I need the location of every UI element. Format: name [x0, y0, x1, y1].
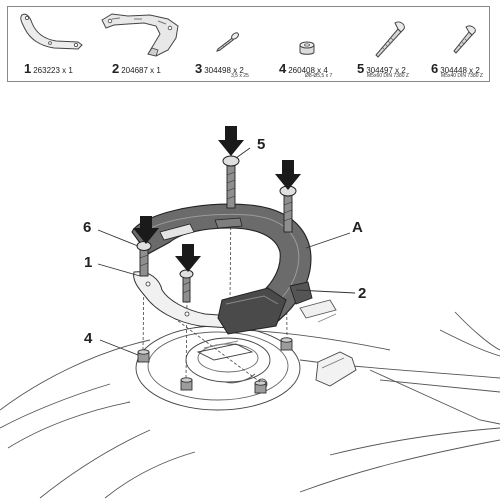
part-number: 6: [431, 61, 439, 76]
down-arrow-icon: [218, 126, 244, 156]
part-number: 2: [112, 61, 120, 76]
spacer: [254, 380, 267, 394]
part-dims: M5x60 DIN 7380 Z: [367, 73, 409, 79]
callout-leaders: [97, 147, 356, 356]
down-arrow-icon: [175, 244, 201, 272]
part-code: 260408 x 4: [288, 66, 328, 75]
down-arrow-icon: [133, 216, 159, 244]
tanklock-ring-icon: [101, 13, 179, 57]
part-code: 304498 x 2: [204, 66, 244, 75]
part-code: 263223 x 1: [33, 66, 73, 75]
bolt-6: [136, 241, 152, 277]
part-dims: M5x40 DIN 7380 Z: [441, 73, 483, 79]
plate-hole: [145, 281, 151, 287]
down-arrow-icon: [275, 160, 301, 190]
insertion-arrows: [133, 126, 301, 272]
bolt-short-icon: [453, 25, 476, 54]
part-code: 204687 x 1: [121, 66, 161, 75]
spacer-icon: [299, 41, 315, 55]
spacer-set: [137, 337, 293, 394]
bracket-plate-icon: [20, 13, 83, 50]
part-number: 1: [24, 61, 32, 76]
callout-a: A: [352, 219, 363, 236]
callout-1: 1: [84, 254, 93, 271]
callout-5: 5: [257, 136, 266, 153]
assembly-diagram: [0, 126, 500, 499]
bolt-long-icon: [375, 21, 405, 58]
part-number: 3: [195, 61, 203, 76]
part-code: 304448 x 2: [440, 66, 480, 75]
part-dims: 3,5 x 25: [231, 73, 249, 79]
part-number: 4: [279, 61, 287, 76]
part-dims: Ø8-Ø5,5 x 7: [305, 73, 333, 79]
screw-icon: [216, 32, 239, 52]
callout-2: 2: [358, 285, 367, 302]
callout-4: 4: [84, 330, 93, 347]
spacer: [280, 337, 293, 351]
bolt-5-left: [222, 155, 240, 209]
tanklock-ring: [131, 203, 313, 335]
part-code: 304497 x 2: [366, 66, 406, 75]
callout-6: 6: [83, 219, 92, 236]
plate-hole: [184, 311, 190, 317]
spacer: [137, 349, 150, 363]
screw-3: [179, 269, 194, 303]
spacer: [180, 377, 193, 391]
part-number: 5: [357, 61, 365, 76]
